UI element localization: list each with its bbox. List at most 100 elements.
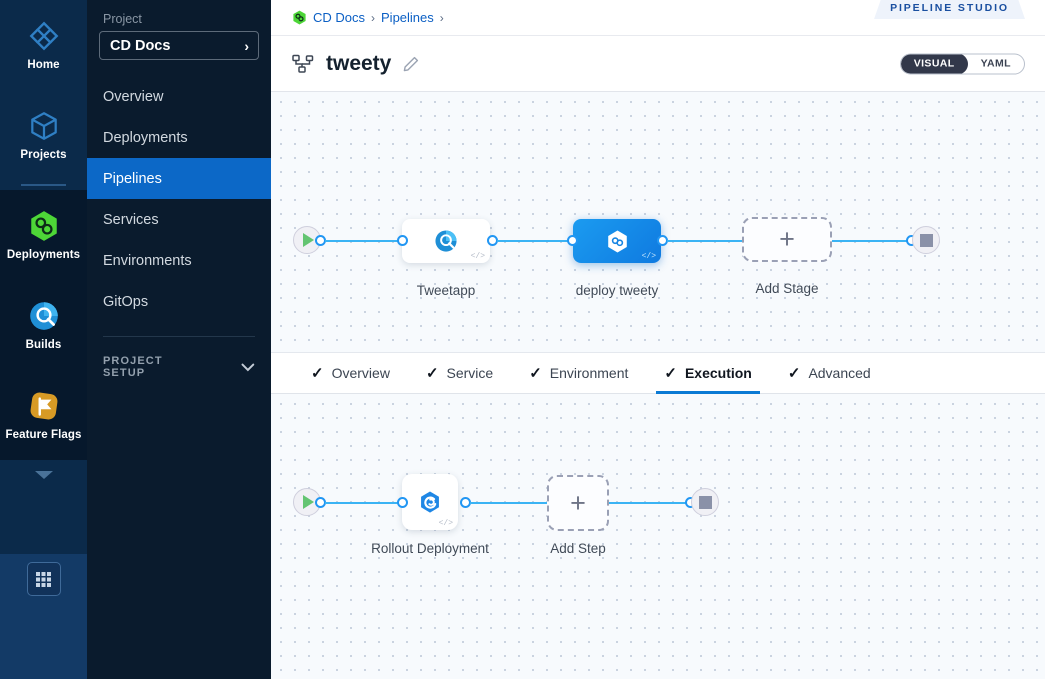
sidebar-item-label: Deployments [103,129,188,146]
plus-icon: + [570,487,586,518]
play-icon [303,233,314,247]
code-tag: </> [470,252,485,261]
step-node-rollout-deployment[interactable]: </> [402,474,458,530]
step-node-layer: </> Rollout Deployment + Add Step [271,394,1045,679]
project-label: Project [103,12,142,26]
tab-label: Overview [331,365,390,381]
pencil-icon[interactable] [403,56,419,72]
step-caption-rollout-deployment: Rollout Deployment [371,541,489,556]
check-icon: ✓ [787,365,801,382]
sidebar-item-label: Services [103,211,159,228]
port-tweetapp-in[interactable] [397,235,408,246]
code-tag: </> [438,519,453,528]
sidebar-item-label: Environments [103,252,192,269]
cube-icon [30,111,57,140]
port-deploy-in[interactable] [567,235,578,246]
add-step-button[interactable]: + [547,475,609,531]
tab-label: Execution [684,365,752,381]
page-title: tweety [326,51,392,75]
stage-caption-deploy-tweety: deploy tweety [575,283,659,298]
sidebar-item-label: Pipelines [103,170,162,187]
chevron-down-icon [241,363,255,371]
tab-label: Service [446,365,494,381]
add-stage-button[interactable]: + [742,217,832,262]
breadcrumb-separator: › [371,10,376,25]
rail-item-home[interactable]: Home [0,0,87,90]
home-diamond-icon [29,21,58,50]
check-icon: ✓ [664,365,677,382]
edge-start-to-tweetapp [325,240,403,242]
port-rollout-in[interactable] [397,497,408,508]
pipeline-nodes-icon [292,54,314,73]
project-setup-section[interactable]: PROJECT SETUP [87,337,271,379]
visual-yaml-toggle[interactable]: VISUAL YAML [899,53,1025,74]
project-selector[interactable]: CD Docs › [99,31,259,60]
rail-label-feature-flags: Feature Flags [5,428,82,441]
main-content: CD Docs › Pipelines › PIPELINE STUDIO tw… [271,0,1045,679]
tab-service[interactable]: ✓ Service [408,353,511,394]
stage-config-tabs: ✓ Overview ✓ Service ✓ Environment ✓ Exe… [271,353,1045,394]
cd-hexagon-icon [293,10,306,25]
tab-label: Environment [549,365,629,381]
breadcrumb-link-pipelines[interactable]: Pipelines [381,10,434,25]
sidebar-item-environments[interactable]: Environments [87,240,271,281]
sidebar-item-deployments[interactable]: Deployments [87,117,271,158]
edge-rollout-to-add-step [470,502,548,504]
sidebar-divider [103,336,255,337]
stage-node-tweetapp[interactable]: </> [402,219,490,263]
builds-magnifier-icon [29,301,58,330]
sidebar-item-gitops[interactable]: GitOps [87,281,271,322]
rail-item-feature-flags[interactable]: Feature Flags [0,370,87,460]
chevron-right-icon: › [244,37,249,54]
execution-step-canvas[interactable]: </> Rollout Deployment + Add Step [271,394,1045,679]
project-selector-value: CD Docs [110,37,171,54]
grid-apps-button[interactable] [26,562,61,596]
toggle-option-yaml[interactable]: YAML [980,57,1011,70]
toggle-option-visual[interactable]: VISUAL [900,54,968,73]
tab-advanced[interactable]: ✓ Advanced [770,353,889,394]
edge-start-to-rollout [325,502,403,504]
stop-icon [919,233,933,247]
stage-node-deploy-tweety[interactable]: </> [573,219,661,263]
feature-flag-icon [30,392,57,419]
sidebar-item-overview[interactable]: Overview [87,76,271,117]
check-icon: ✓ [311,365,324,382]
edge-deploy-to-add-stage [667,240,743,242]
project-sidebar: Project CD Docs › Overview Deployments P… [87,0,271,679]
rail-label-home: Home [27,58,60,71]
add-step-label: Add Step [550,541,606,556]
execution-end-node[interactable] [691,488,719,516]
chevron-down-icon [34,471,53,479]
pipeline-end-node[interactable] [912,226,940,254]
rail-item-deployments[interactable]: Deployments [0,190,87,280]
tab-overview[interactable]: ✓ Overview [293,353,408,394]
pipeline-studio-badge: PIPELINE STUDIO [874,0,1025,19]
sidebar-item-label: Overview [103,88,164,105]
stage-node-layer: </> Tweetapp </> [271,92,1045,352]
deploy-hexagon-icon [607,230,627,252]
project-setup-label: PROJECT SETUP [103,355,163,379]
stage-canvas[interactable]: </> Tweetapp </> [271,92,1045,353]
check-icon: ✓ [529,365,542,382]
pipeline-title-bar: tweety VISUAL YAML [271,36,1045,92]
rail-label-deployments: Deployments [6,248,81,261]
sidebar-item-services[interactable]: Services [87,199,271,240]
rail-more-button[interactable] [0,460,87,490]
rail-label-builds: Builds [25,338,62,351]
sidebar-item-pipelines[interactable]: Pipelines [87,158,271,199]
builds-magnifier-icon [435,230,457,252]
breadcrumb: CD Docs › Pipelines › PIPELINE STUDIO [271,0,1045,36]
deployments-hexagon-icon [30,210,57,241]
check-icon: ✓ [425,365,439,382]
tab-environment[interactable]: ✓ Environment [511,353,646,394]
code-tag: </> [641,252,656,261]
rail-item-projects[interactable]: Projects [0,90,87,180]
grid-apps-icon [36,571,51,587]
rail-item-builds[interactable]: Builds [0,280,87,370]
stop-icon [698,495,712,509]
primary-nav-rail: Home Projects Deployments [0,0,87,679]
add-stage-label: Add Stage [755,281,819,296]
tab-execution[interactable]: ✓ Execution [646,353,769,394]
rollout-hexagon-icon [421,491,439,513]
breadcrumb-link-cd-docs[interactable]: CD Docs [313,10,366,25]
